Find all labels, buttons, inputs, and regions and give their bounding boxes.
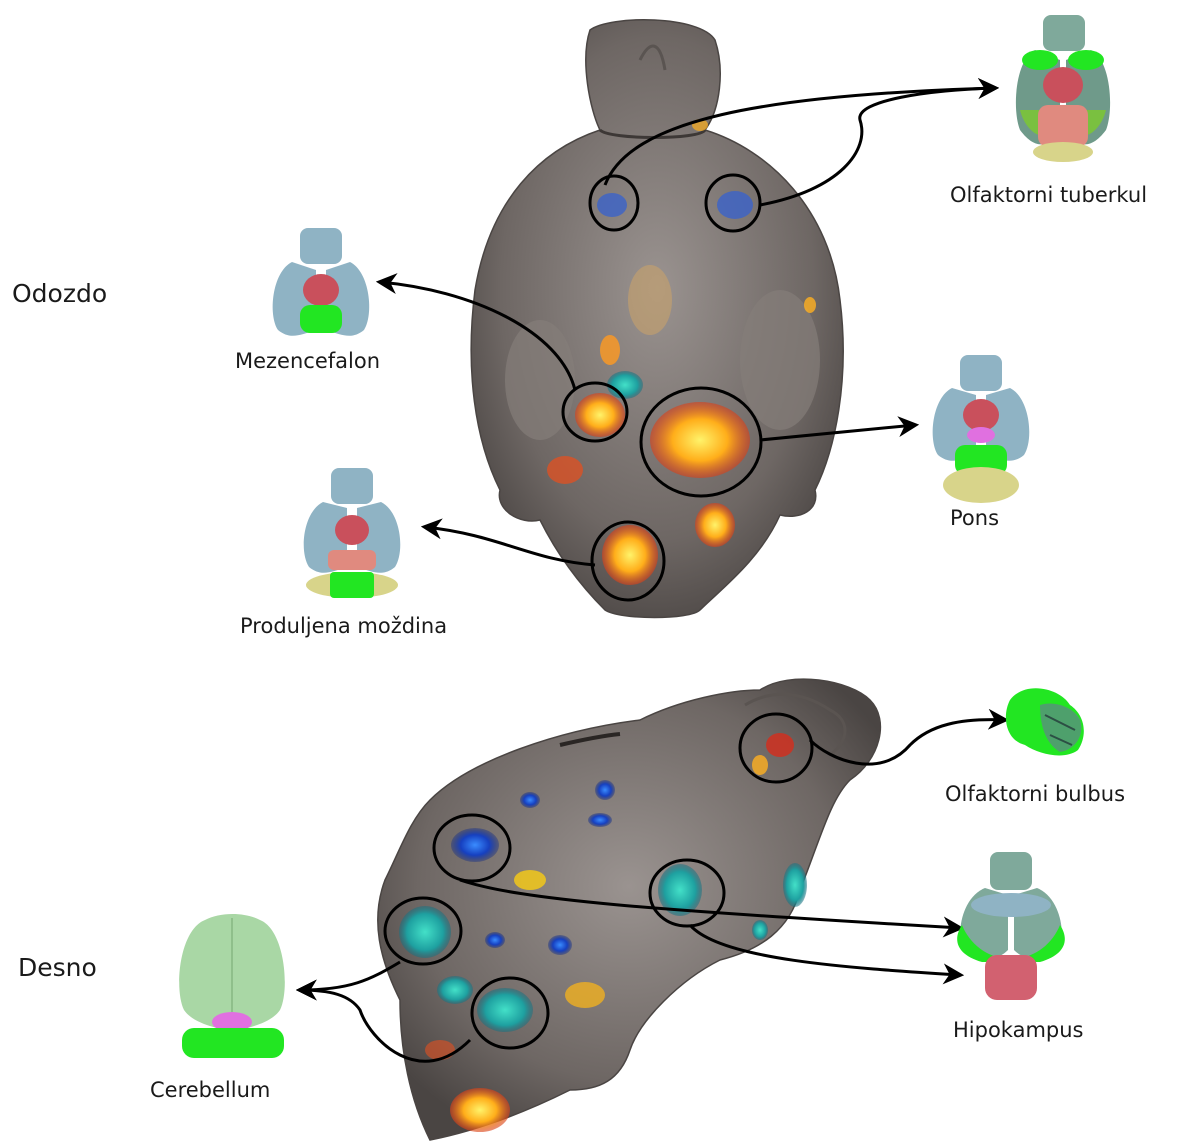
- label-olfactory-bulb: Olfaktorni bulbus: [945, 782, 1125, 806]
- thumbnail-cerebellum: [179, 914, 285, 1058]
- thumbnail-olfactory-bulb: [1006, 688, 1084, 755]
- thumbnail-medulla: [304, 468, 401, 598]
- thumbnail-mesencephalon: [273, 228, 370, 336]
- thumbnail-hippocampus: [957, 852, 1065, 1000]
- label-medulla: Produljena moždina: [240, 614, 447, 638]
- label-olfactory-tubercle: Olfaktorni tuberkul: [950, 183, 1147, 207]
- view-label-right: Desno: [18, 953, 97, 982]
- label-cerebellum: Cerebellum: [150, 1078, 270, 1102]
- ventral-brain: [471, 20, 843, 618]
- label-pons: Pons: [950, 506, 999, 530]
- thumbnail-pons: [933, 355, 1030, 503]
- view-label-bottom: Odozdo: [12, 279, 107, 308]
- label-mesencephalon: Mezencefalon: [235, 349, 380, 373]
- label-hippocampus: Hipokampus: [953, 1018, 1084, 1042]
- thumbnail-olfactory-tubercle: [1016, 15, 1110, 162]
